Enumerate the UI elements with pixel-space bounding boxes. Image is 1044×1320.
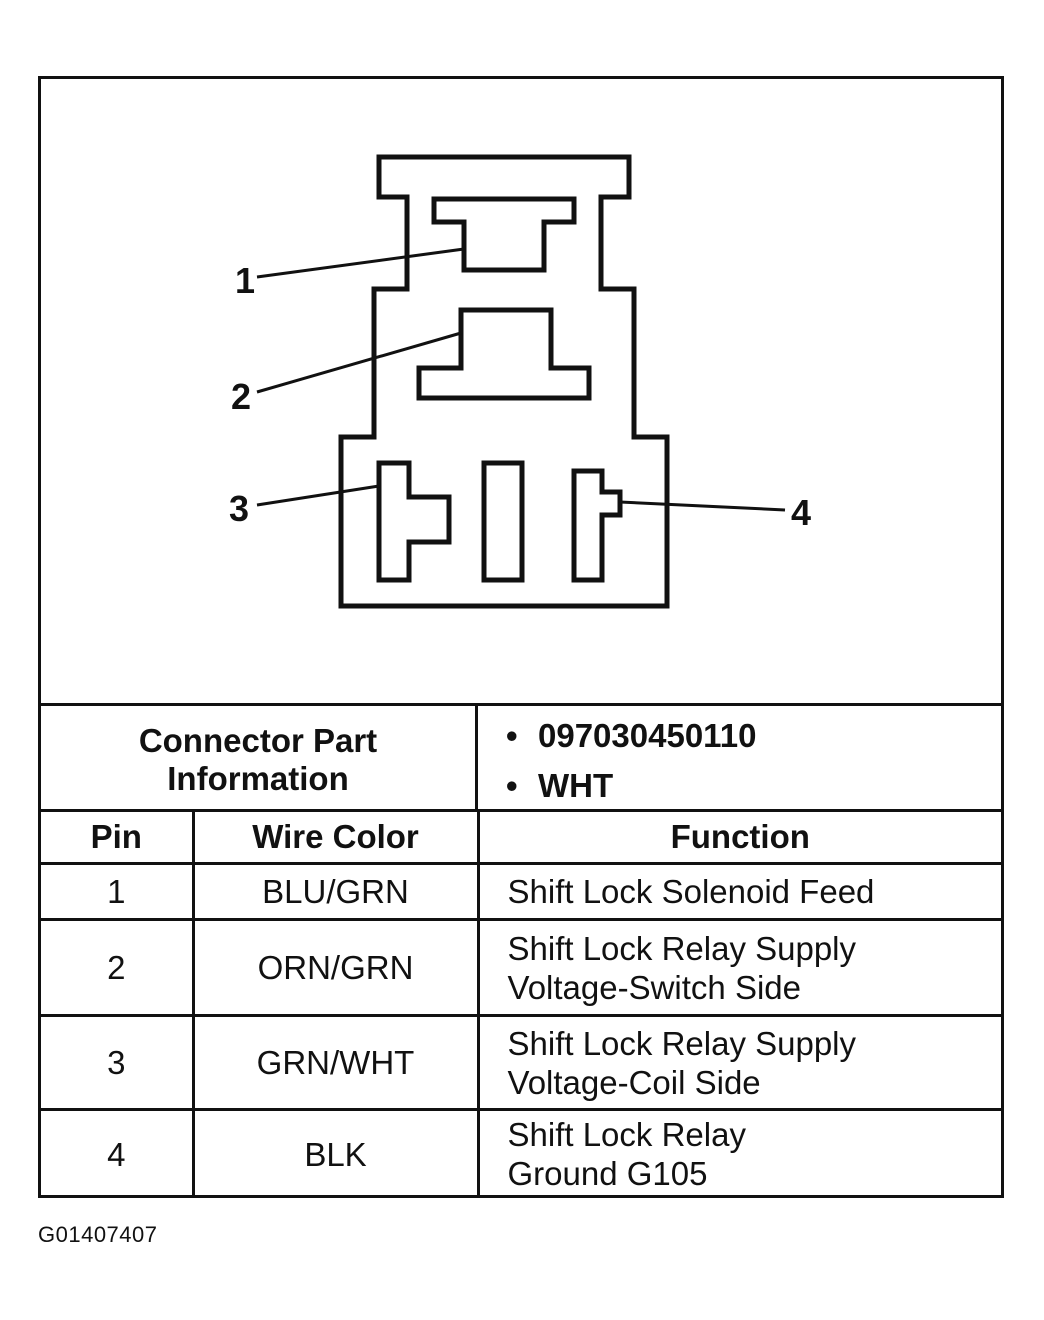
wire-color-header: Wire Color <box>191 809 480 865</box>
table-row: 4 BLK Shift Lock Relay Ground G105 <box>41 1108 1001 1198</box>
leader-line-1 <box>256 247 465 279</box>
connector-part-number: • 097030450110 <box>506 714 1001 764</box>
terminal-3 <box>376 460 452 583</box>
terminal-2 <box>416 307 592 401</box>
table-row: 1 BLU/GRN Shift Lock Solenoid Feed <box>41 862 1001 921</box>
connector-info-values: • 097030450110 • WHT <box>478 706 1001 811</box>
function-cell: Shift Lock Relay Ground G105 <box>476 1108 1001 1198</box>
bullet-icon: • <box>506 767 518 804</box>
pin-cell: 3 <box>41 1014 195 1111</box>
wire-color-cell: BLK <box>191 1108 480 1198</box>
leader-line-2 <box>256 331 462 394</box>
function-header: Function <box>476 809 1001 865</box>
pin-header: Pin <box>41 809 195 865</box>
pin-cell: 1 <box>41 862 195 921</box>
connector-color: • WHT <box>506 764 1001 814</box>
function-cell: Shift Lock Solenoid Feed <box>476 862 1001 921</box>
callout-label-3: 3 <box>229 488 249 529</box>
figure-code: G01407407 <box>38 1222 158 1247</box>
bullet-icon: • <box>506 717 518 754</box>
connector-color-text: WHT <box>538 767 614 804</box>
terminal-1 <box>431 196 577 273</box>
pin-cell: 4 <box>41 1108 195 1198</box>
table-row: 2 ORN/GRN Shift Lock Relay Supply Voltag… <box>41 918 1001 1017</box>
connector-info-row: Connector Part Information • 09703045011… <box>41 703 1001 811</box>
connector-figure: 1 2 3 4 Connector Part Information • 097… <box>38 76 1004 1198</box>
connector-body-outline <box>338 154 670 609</box>
table-row: 3 GRN/WHT Shift Lock Relay Supply Voltag… <box>41 1014 1001 1111</box>
connector-info-label-cell: Connector Part Information <box>41 706 478 811</box>
callout-label-4: 4 <box>791 492 811 533</box>
callout-label-1: 1 <box>235 260 255 301</box>
pin-table: Pin Wire Color Function 1 BLU/GRN Shift … <box>41 809 1001 1198</box>
connector-diagram: 1 2 3 4 <box>229 154 811 609</box>
terminal-4 <box>571 468 623 583</box>
connector-info-label: Connector Part Information <box>138 721 378 797</box>
wire-color-cell: GRN/WHT <box>191 1014 480 1111</box>
pin-cell: 2 <box>41 918 195 1017</box>
wire-color-cell: ORN/GRN <box>191 918 480 1017</box>
callout-label-2: 2 <box>231 376 251 417</box>
connector-part-number-text: 097030450110 <box>538 717 757 754</box>
leader-line-3 <box>256 484 380 507</box>
terminal-center <box>481 460 525 583</box>
pin-table-header-row: Pin Wire Color Function <box>41 809 1001 865</box>
wire-color-cell: BLU/GRN <box>191 862 480 921</box>
function-cell: Shift Lock Relay Supply Voltage-Coil Sid… <box>476 1014 1001 1111</box>
leader-line-4 <box>619 500 786 512</box>
function-cell: Shift Lock Relay Supply Voltage-Switch S… <box>476 918 1001 1017</box>
